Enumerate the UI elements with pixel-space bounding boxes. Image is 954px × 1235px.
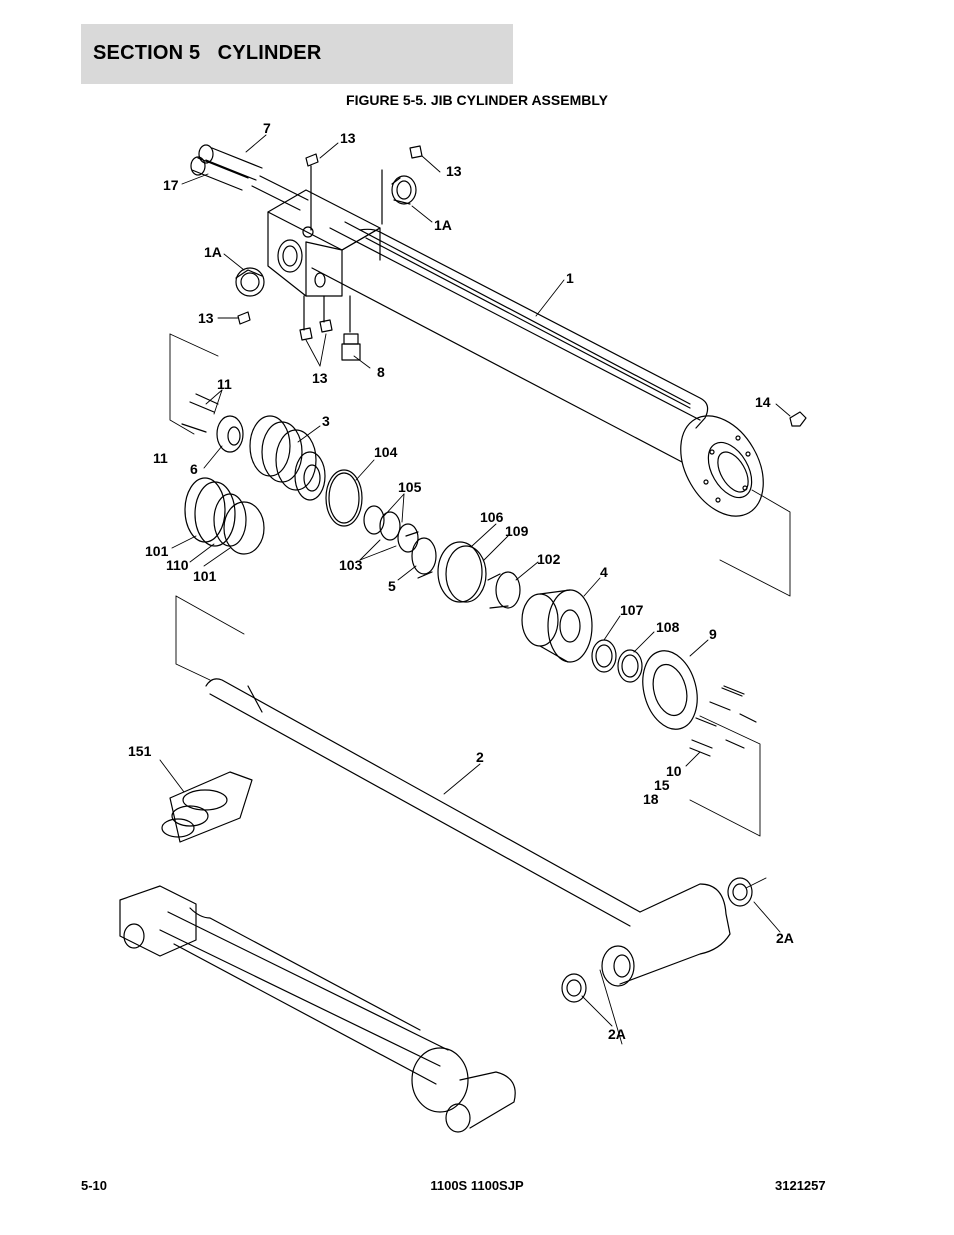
callout: 1 (566, 270, 574, 286)
callout: 101 (193, 568, 217, 584)
callout: 109 (505, 523, 529, 539)
assembled-cylinder (119, 885, 516, 1133)
callouts: 7 13 17 13 1A 1A 1 13 13 8 11 3 11 6 104… (128, 120, 794, 1042)
guide-lines (169, 333, 791, 1045)
callout: 4 (600, 564, 608, 580)
callout: 13 (340, 130, 356, 146)
callout: 1A (434, 217, 452, 233)
figure-title: FIGURE 5-5. JIB CYLINDER ASSEMBLY (346, 92, 608, 108)
callout: 103 (339, 557, 363, 573)
callout: 3 (322, 413, 330, 429)
callout: 151 (128, 743, 152, 759)
leader-lines (159, 134, 791, 1027)
model-name: 1100S 1100SJP (430, 1178, 524, 1193)
callout: 11 (153, 450, 168, 466)
callout: 105 (398, 479, 422, 495)
piston-assembly (181, 393, 326, 555)
cylinder-barrel (311, 221, 764, 517)
callout: 7 (263, 120, 271, 136)
callout: 106 (480, 509, 504, 525)
cylinder-rod (205, 678, 753, 1003)
section-header: SECTION 5 CYLINDER (81, 24, 513, 84)
callout: 9 (709, 626, 717, 642)
callout: 1A (204, 244, 222, 260)
rod-guide (521, 589, 698, 730)
callout: 13 (312, 370, 328, 386)
callout: 2A (608, 1026, 626, 1042)
callout: 2 (476, 749, 484, 765)
bolts (689, 685, 757, 757)
section-title: SECTION 5 CYLINDER (93, 42, 322, 64)
callout: 11 (217, 376, 232, 392)
callout: 15 (654, 777, 670, 793)
seals-and-rings (325, 469, 521, 609)
callout: 101 (145, 543, 169, 559)
callout: 104 (374, 444, 398, 460)
seal-kit-bag (161, 771, 253, 843)
cylinder-head-block (267, 189, 381, 297)
callout: 102 (537, 551, 561, 567)
callout: 8 (377, 364, 385, 380)
page-number: 5-10 (81, 1178, 108, 1193)
fitting-7-17 (190, 144, 309, 211)
plugs-bushings (235, 145, 807, 427)
callout: 5 (388, 578, 396, 594)
callout: 17 (163, 177, 179, 193)
document-number: 3121257 (775, 1178, 826, 1193)
callout: 10 (666, 763, 682, 779)
callout: 14 (755, 394, 771, 410)
callout: 6 (190, 461, 198, 477)
callout: 18 (643, 791, 659, 807)
callout: 13 (446, 163, 462, 179)
callout: 13 (198, 310, 214, 326)
callout: 107 (620, 602, 644, 618)
callout: 2A (776, 930, 794, 946)
callout: 110 (166, 557, 189, 573)
callout: 108 (656, 619, 680, 635)
